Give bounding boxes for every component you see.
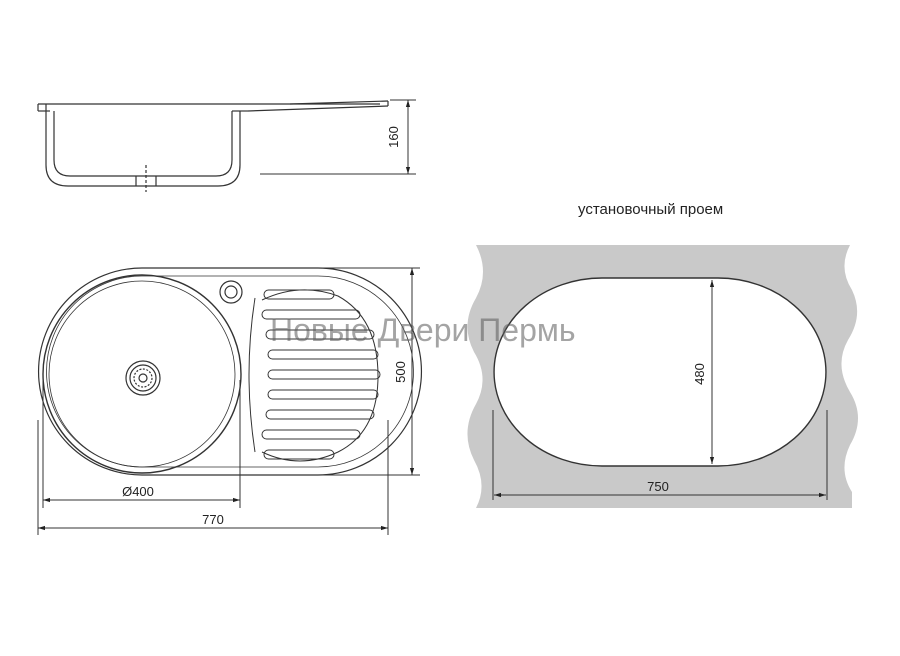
side-height-label: 160 — [386, 126, 401, 148]
top-view-dimensions — [37, 267, 420, 535]
cutout-panel — [467, 245, 858, 508]
overall-width-label: 770 — [202, 512, 224, 527]
overall-height-label: 500 — [393, 361, 408, 383]
cutout-title: установочный проем — [578, 201, 724, 218]
side-view — [37, 100, 389, 192]
cutout-height-label: 480 — [692, 363, 707, 385]
cutout-width-label: 750 — [647, 479, 669, 494]
top-view — [37, 267, 423, 476]
bowl-diameter-label: Ø400 — [122, 484, 154, 499]
cutout-dimensions — [492, 280, 828, 500]
side-height-dimension — [260, 99, 416, 175]
watermark: Новые Двери Пермь — [270, 312, 576, 348]
drainer-ribs — [261, 289, 381, 460]
